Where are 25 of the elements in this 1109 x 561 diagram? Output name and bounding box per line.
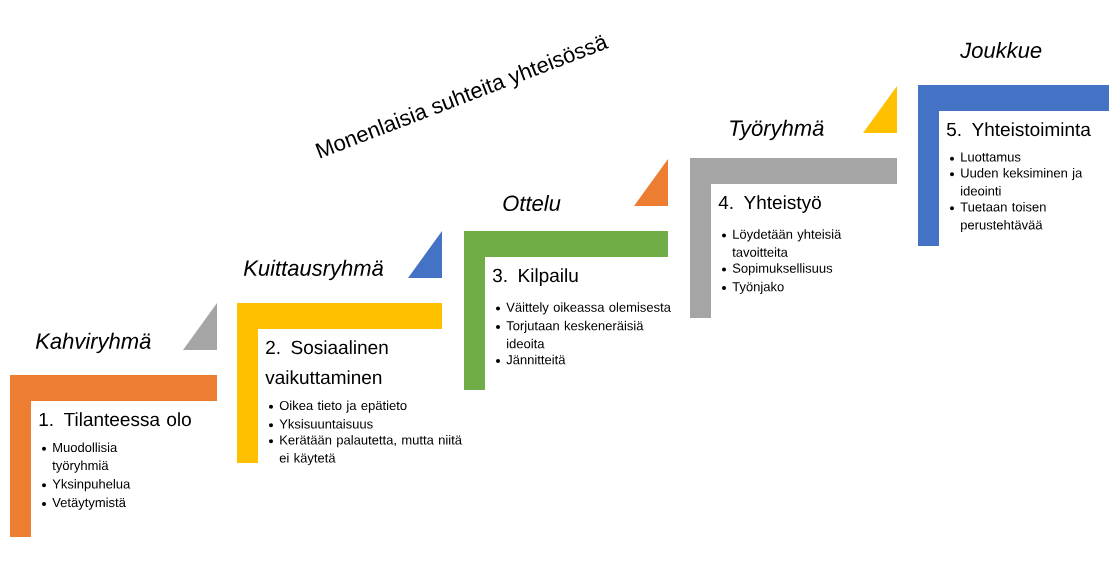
bullet-item: Yksinpuhelua (42, 479, 131, 492)
step-name: Joukkue (960, 41, 1042, 59)
step-heading: 3. Kilpailu (492, 268, 578, 286)
step-name: Ottelu (503, 194, 561, 212)
step-heading: 2. Sosiaalinen vaikuttaminen (265, 340, 388, 385)
step-name: Kuittausryhmä (243, 259, 384, 281)
step-heading: 5. Yhteistoiminta (946, 122, 1091, 137)
bullet-item: Tuetaan toisen perustehtävää (950, 201, 1046, 233)
step-name: Työryhmä (730, 119, 824, 141)
bullet-item: Oikea tieto ja epätieto (269, 400, 407, 413)
bullet-item: Luottamus (950, 152, 1021, 162)
bullet-item: Uuden keksiminen ja ideointi (950, 168, 1083, 196)
step-name: Kahviryhmä (35, 332, 151, 354)
bullet-item: Torjutaan keskeneräisiä ideoita (496, 320, 644, 349)
bullet-item: Jännitteitä (496, 354, 566, 365)
step-heading: 4. Yhteistyö (718, 195, 821, 213)
bullet-item: Löydetään yhteisiä tavoitteita (722, 229, 842, 257)
step-heading: 1. Tilanteessa olo (39, 412, 191, 427)
bullet-item: Väittely oikeassa olemisesta (496, 302, 671, 315)
bullet-item: Yksisuuntaisuus (269, 419, 373, 429)
bullet-item: Työnjako (722, 281, 784, 294)
bullet-item: Vetäytymistä (42, 497, 126, 510)
bullet-item: Sopimuksellisuus (722, 263, 833, 276)
bullet-item: Muodollisia työryhmiä (42, 442, 118, 473)
bullet-item: Kerätään palautetta, mutta niitä ei käytetä (269, 435, 462, 466)
